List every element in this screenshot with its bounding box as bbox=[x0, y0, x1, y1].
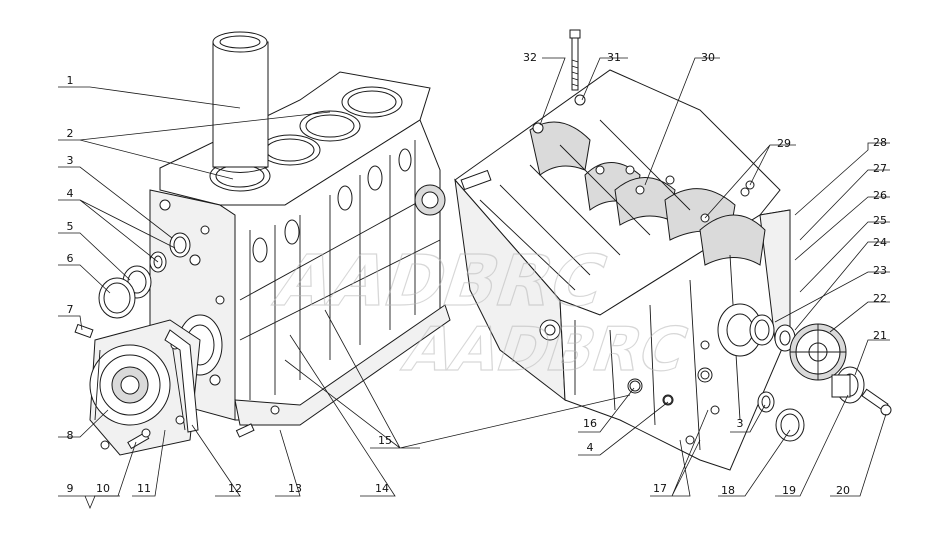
gasket-strip bbox=[164, 329, 199, 433]
callout-4: 4 bbox=[66, 187, 74, 200]
callout-23: 23 bbox=[873, 264, 887, 277]
front-cover bbox=[89, 319, 201, 456]
callout-25: 25 bbox=[873, 214, 887, 227]
callout-4b: 4 bbox=[586, 441, 594, 454]
callout-30: 30 bbox=[701, 51, 715, 64]
callout-2: 2 bbox=[66, 127, 74, 140]
callout-14: 14 bbox=[375, 482, 389, 495]
callout-8: 8 bbox=[66, 429, 74, 442]
right-exploded-parts bbox=[629, 314, 892, 442]
front-seals bbox=[74, 232, 191, 339]
callout-18: 18 bbox=[721, 484, 735, 497]
callout-17: 17 bbox=[653, 482, 667, 495]
callout-32: 32 bbox=[523, 51, 537, 64]
callout-9: 9 bbox=[66, 482, 74, 495]
pan-rail-stud bbox=[235, 423, 255, 438]
svg-text:AADBRC: AADBRC bbox=[395, 314, 696, 384]
callout-21: 21 bbox=[873, 329, 887, 342]
callout-16: 16 bbox=[583, 417, 597, 430]
watermark: AADBRC AADBRC bbox=[265, 239, 697, 385]
callout-19: 19 bbox=[782, 484, 796, 497]
callout-11: 11 bbox=[137, 482, 151, 495]
callout-29: 29 bbox=[777, 137, 791, 150]
callout-31: 31 bbox=[607, 51, 621, 64]
callout-1: 1 bbox=[66, 74, 74, 87]
callout-15: 15 bbox=[378, 434, 392, 447]
svg-text:AADBRC: AADBRC bbox=[266, 240, 618, 322]
main-bearing-bolt bbox=[569, 29, 581, 91]
callout-7: 7 bbox=[66, 303, 74, 316]
callout-24: 24 bbox=[873, 236, 887, 249]
callout-3: 3 bbox=[66, 154, 74, 167]
callout-5: 5 bbox=[66, 220, 74, 233]
callout-28: 28 bbox=[873, 136, 887, 149]
leader-lines bbox=[58, 57, 890, 510]
callout-26: 26 bbox=[873, 189, 887, 202]
callout-10: 10 bbox=[96, 482, 110, 495]
callout-3b: 3 bbox=[736, 417, 744, 430]
right-cylinder-block bbox=[454, 69, 791, 471]
callout-27: 27 bbox=[873, 162, 887, 175]
callout-20: 20 bbox=[836, 484, 850, 497]
callout-6: 6 bbox=[66, 252, 74, 265]
callout-13: 13 bbox=[288, 482, 302, 495]
callout-22: 22 bbox=[873, 292, 887, 305]
cylinder-liner bbox=[212, 31, 269, 173]
callout-12: 12 bbox=[228, 482, 242, 495]
